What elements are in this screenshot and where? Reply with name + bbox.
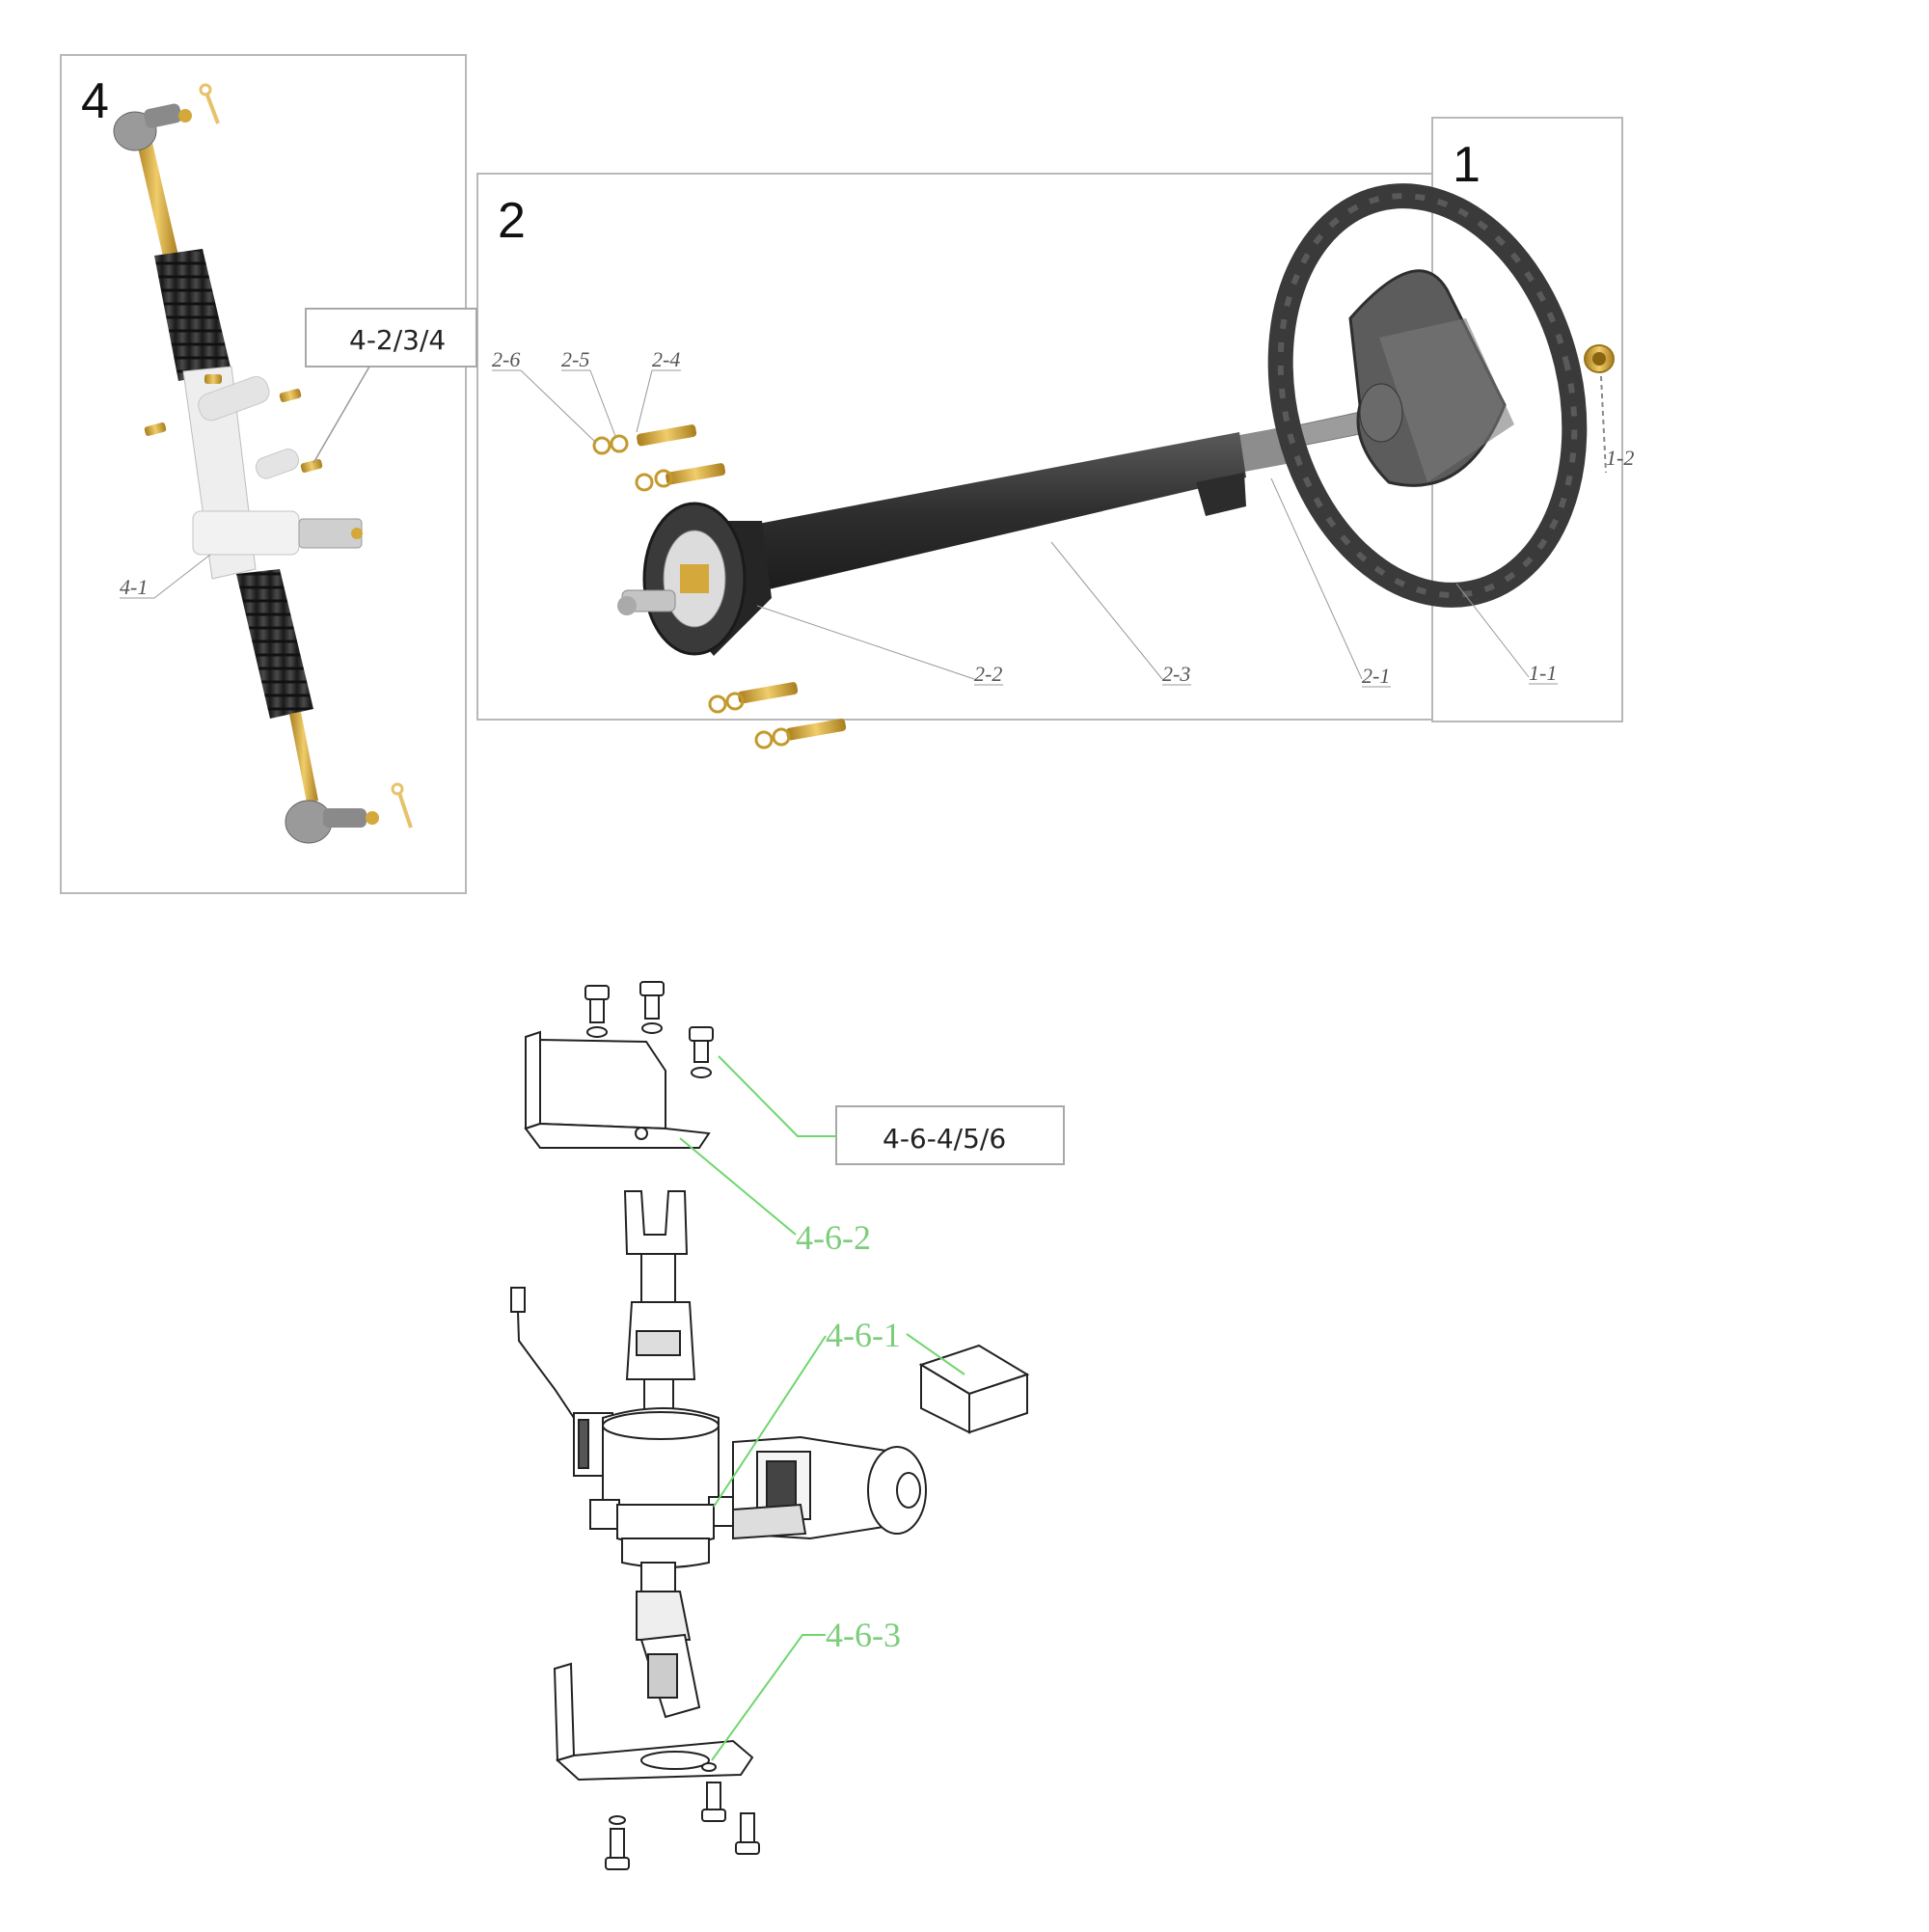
upper-rack-boot (154, 249, 231, 381)
callout-4-6-2-label: 4-6-2 (796, 1218, 871, 1257)
eps-lower-bracket (553, 1662, 754, 1782)
callout-4-1-label: 4-1 (120, 575, 148, 599)
column-tube-bracket (1196, 473, 1246, 516)
eps-motor (732, 1435, 927, 1540)
steering-rack-assembly (113, 83, 413, 844)
callout-1-2-label: 1-2 (1606, 446, 1634, 470)
callout-2-3-label: 2-3 (1162, 662, 1190, 686)
callout-1-1: 1-1 (1455, 583, 1558, 685)
callout-4-6-4-5-6-box: 4-6-4/5/6 (718, 1055, 1065, 1165)
column-main-tube (733, 432, 1246, 593)
callout-2-4: 2-4 (636, 347, 681, 433)
eps-upper-shaft (623, 1190, 696, 1424)
callout-2-1-label: 2-1 (1362, 664, 1390, 688)
lower-rack-boot (236, 569, 313, 719)
callout-2-3: 2-3 (1050, 541, 1191, 686)
steering-column-assembly (592, 409, 1375, 749)
callout-4-6-2: 4-6-2 (679, 1137, 871, 1257)
callout-4-6-1: 4-6-1 (713, 1316, 965, 1508)
callout-4-2-3-4-label: 4-2/3/4 (349, 324, 446, 356)
column-bolts (592, 424, 847, 749)
eps-gear-housing (573, 1407, 739, 1568)
callout-2-2: 2-2 (756, 605, 1003, 686)
column-u-joint-stub (617, 589, 676, 615)
rack-mount-bolts (144, 374, 323, 474)
callout-2-6-label: 2-6 (492, 347, 520, 371)
callout-1-2: 1-2 (1606, 446, 1634, 470)
eps-upper-bracket (524, 1030, 711, 1149)
group-2-number: 2 (498, 193, 526, 249)
upper-tie-rod-end (113, 83, 220, 260)
group-4-frame (60, 54, 467, 894)
eps-lower-bolts (605, 1782, 760, 1870)
group-1-number: 1 (1453, 137, 1481, 193)
callout-1-1-label: 1-1 (1529, 661, 1557, 685)
callout-4-6-3: 4-6-3 (711, 1616, 901, 1761)
eps-controller-box (918, 1344, 1030, 1434)
callout-4-1: 4-1 (120, 554, 211, 599)
steering-wheel-nut (1584, 344, 1615, 474)
rack-housing (182, 366, 363, 580)
callout-2-5: 2-5 (561, 347, 616, 437)
eps-upper-bolts (584, 981, 714, 1078)
eps-lower-yoke (636, 1562, 701, 1719)
callout-2-5-label: 2-5 (561, 347, 589, 371)
steering-wheel (1267, 183, 1588, 608)
callout-4-2-3-4-box: 4-2/3/4 (305, 308, 477, 464)
eps-sensor-wire (510, 1287, 575, 1419)
lower-tie-rod-end (285, 712, 413, 844)
callout-2-6: 2-6 (492, 347, 596, 443)
callout-2-4-label: 2-4 (652, 347, 680, 371)
callout-4-6-4-5-6-label: 4-6-4/5/6 (883, 1123, 1006, 1155)
callout-4-6-1-label: 4-6-1 (826, 1316, 901, 1354)
group-4-number: 4 (81, 73, 109, 129)
callout-4-6-3-label: 4-6-3 (826, 1616, 901, 1654)
callout-2-2-label: 2-2 (974, 662, 1002, 686)
callout-2-1: 2-1 (1270, 477, 1391, 688)
